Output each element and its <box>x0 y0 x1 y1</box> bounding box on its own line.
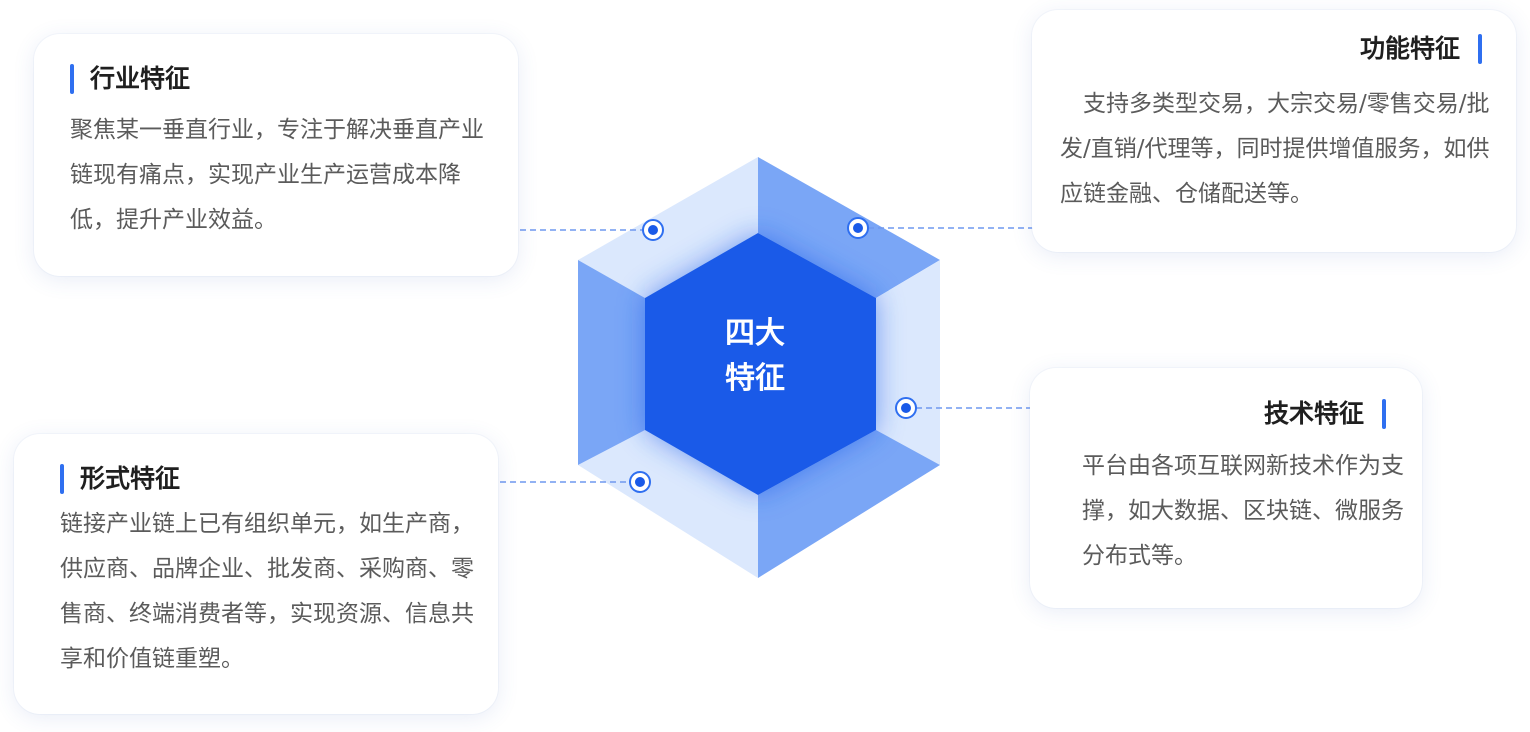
feature-card-tech: 技术特征 平台由各项互联网新技术作为支撑，如大数据、区块链、微服务分布式等。 <box>1030 368 1422 608</box>
hex-core <box>645 233 876 495</box>
feature-body: 支持多类型交易，大宗交易/零售交易/批发/直销/代理等，同时提供增值服务，如供应… <box>1060 91 1490 207</box>
hex-facet-bottom-left <box>578 430 758 578</box>
center-label-line1: 四大 <box>725 316 785 351</box>
feature-body: 平台由各项互联网新技术作为支撑，如大数据、区块链、微服务分布式等。 <box>1082 453 1404 569</box>
title-accent-bar <box>1478 34 1482 64</box>
hex-facet-bottom-right <box>758 430 940 578</box>
feature-body: 聚焦某一垂直行业，专注于解决垂直产业链现有痛点，实现产业生产运营成本降低，提升产… <box>70 117 484 233</box>
feature-body: 链接产业链上已有组织单元，如生产商，供应商、品牌企业、批发商、采购商、零售商、终… <box>60 511 474 672</box>
title-accent-bar <box>70 64 74 94</box>
feature-title: 功能特征 <box>1359 34 1460 63</box>
feature-card-form: 形式特征 链接产业链上已有组织单元，如生产商，供应商、品牌企业、批发商、采购商、… <box>14 434 498 714</box>
title-accent-bar <box>60 464 64 494</box>
hex-facet-right <box>876 260 940 465</box>
center-label-line2: 特征 <box>725 361 785 396</box>
feature-card-industry: 行业特征 聚焦某一垂直行业，专注于解决垂直产业链现有痛点，实现产业生产运营成本降… <box>34 34 518 276</box>
feature-title: 形式特征 <box>80 464 181 493</box>
title-accent-bar <box>1382 399 1386 429</box>
feature-title: 技术特征 <box>1263 399 1364 428</box>
feature-card-function: 功能特征 支持多类型交易，大宗交易/零售交易/批发/直销/代理等，同时提供增值服… <box>1032 10 1516 252</box>
hex-facet-left <box>578 260 645 465</box>
hex-facet-top-left <box>578 157 758 298</box>
feature-title: 行业特征 <box>90 64 191 93</box>
